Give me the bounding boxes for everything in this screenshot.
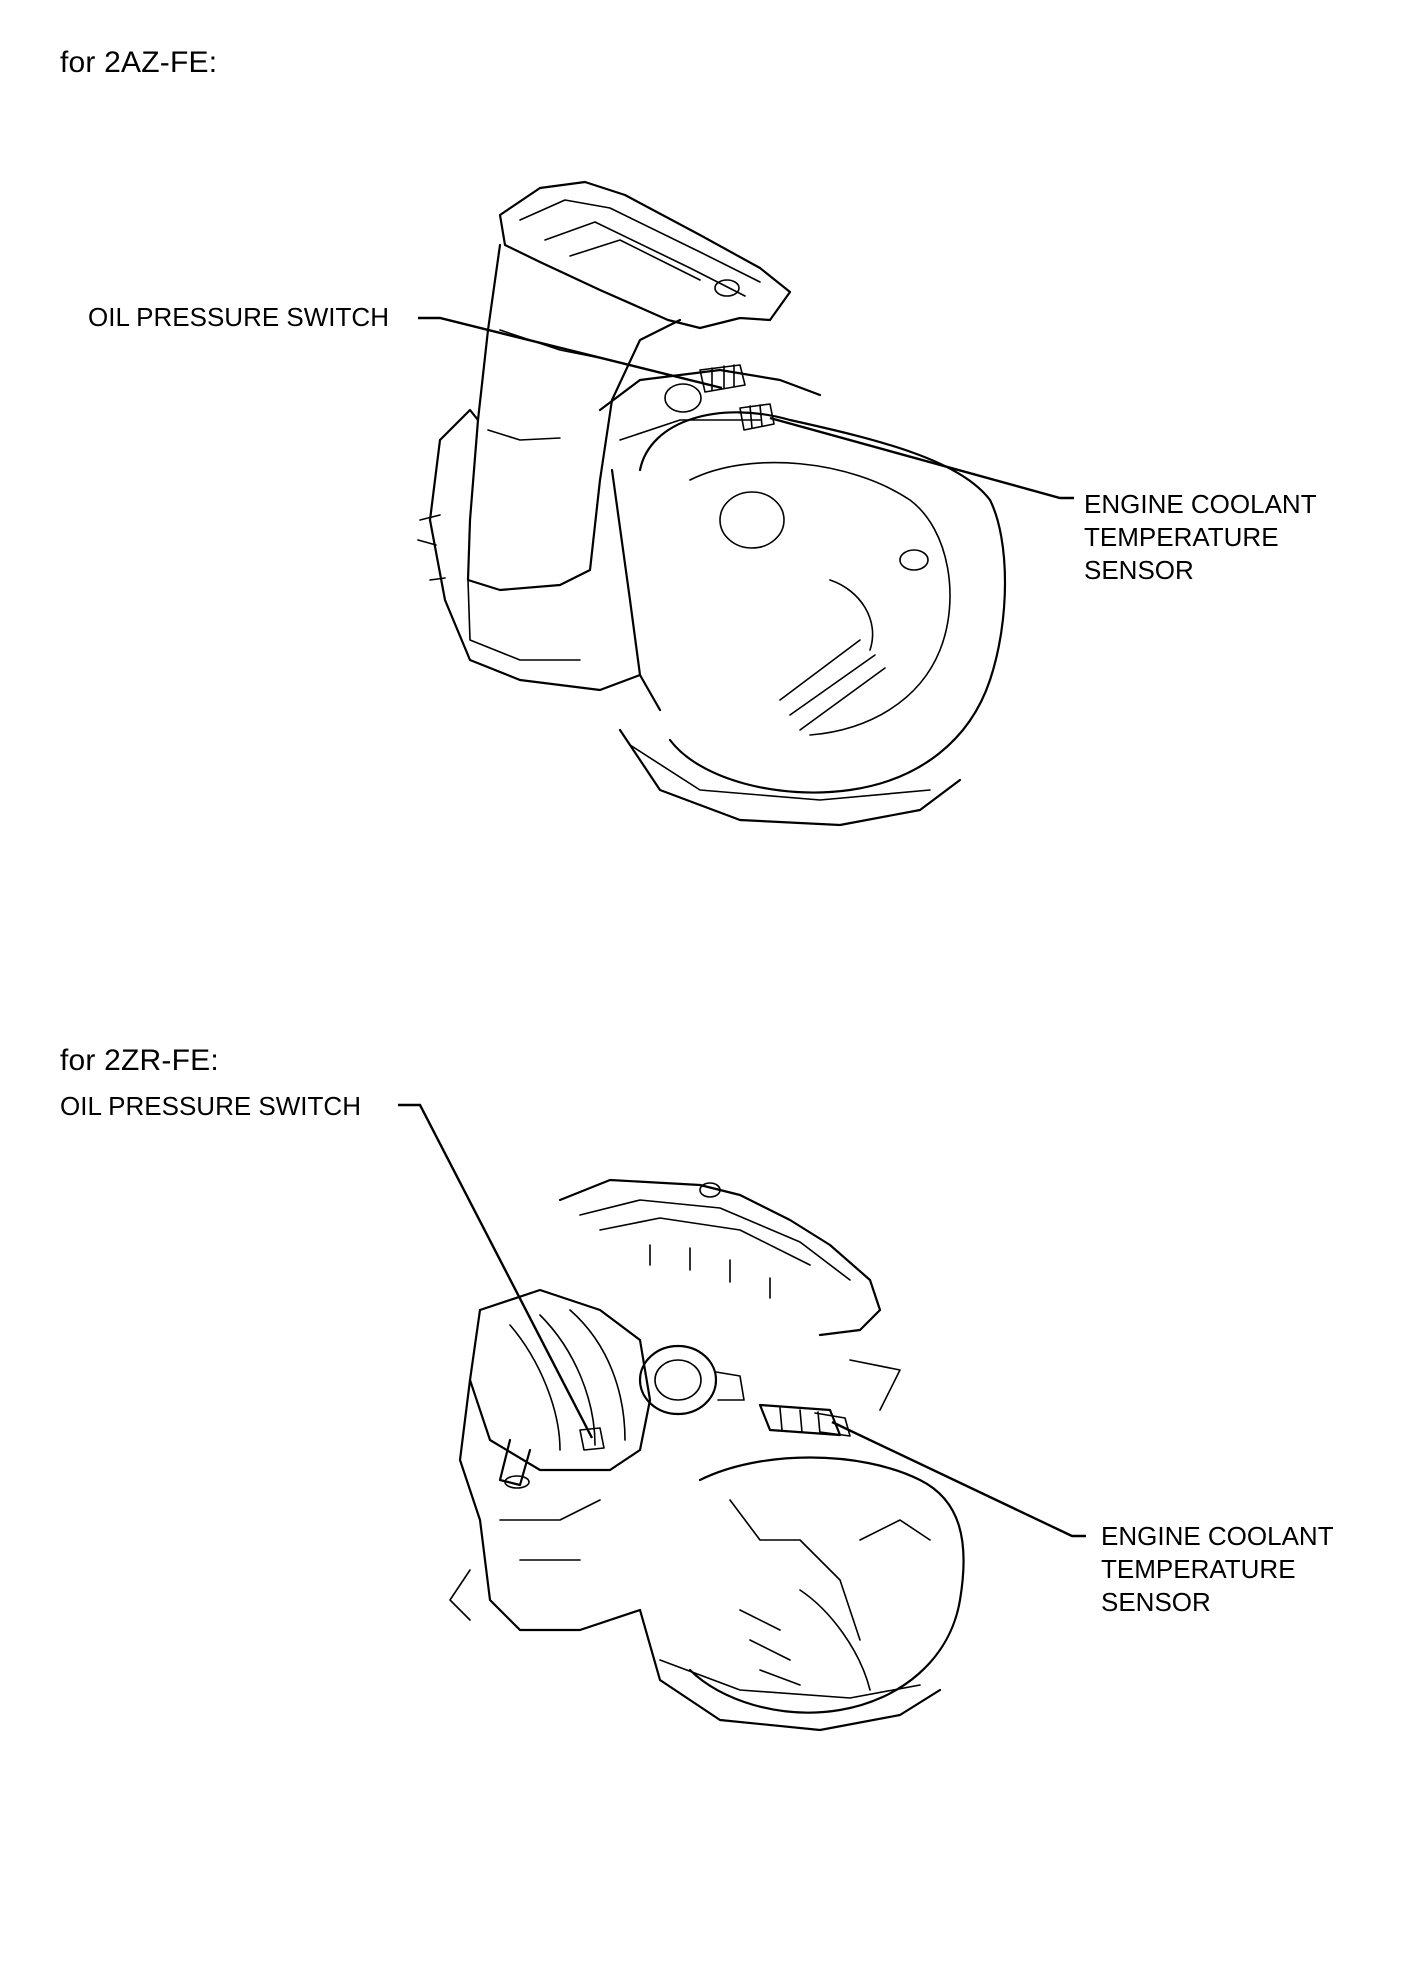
engine-2zr-fe-illustration — [398, 1103, 1086, 1732]
section-2az-fe: for 2AZ-FE: — [0, 0, 1424, 980]
engine-2az-fe-illustration — [417, 180, 1074, 827]
label-coolant-sensor-2zr: ENGINE COOLANT TEMPERATURE SENSOR — [1101, 1521, 1334, 1617]
label-coolant-sensor-2az: ENGINE COOLANT TEMPERATURE SENSOR — [1084, 489, 1317, 585]
section-2zr-fe: for 2ZR-FE: — [0, 980, 1424, 1963]
label-oil-pressure-switch-2zr: OIL PRESSURE SWITCH — [60, 1091, 361, 1121]
heading-2az-fe: for 2AZ-FE: — [60, 46, 218, 79]
heading-2zr-fe: for 2ZR-FE: — [60, 1044, 219, 1077]
label-oil-pressure-switch-2az: OIL PRESSURE SWITCH — [88, 302, 389, 332]
